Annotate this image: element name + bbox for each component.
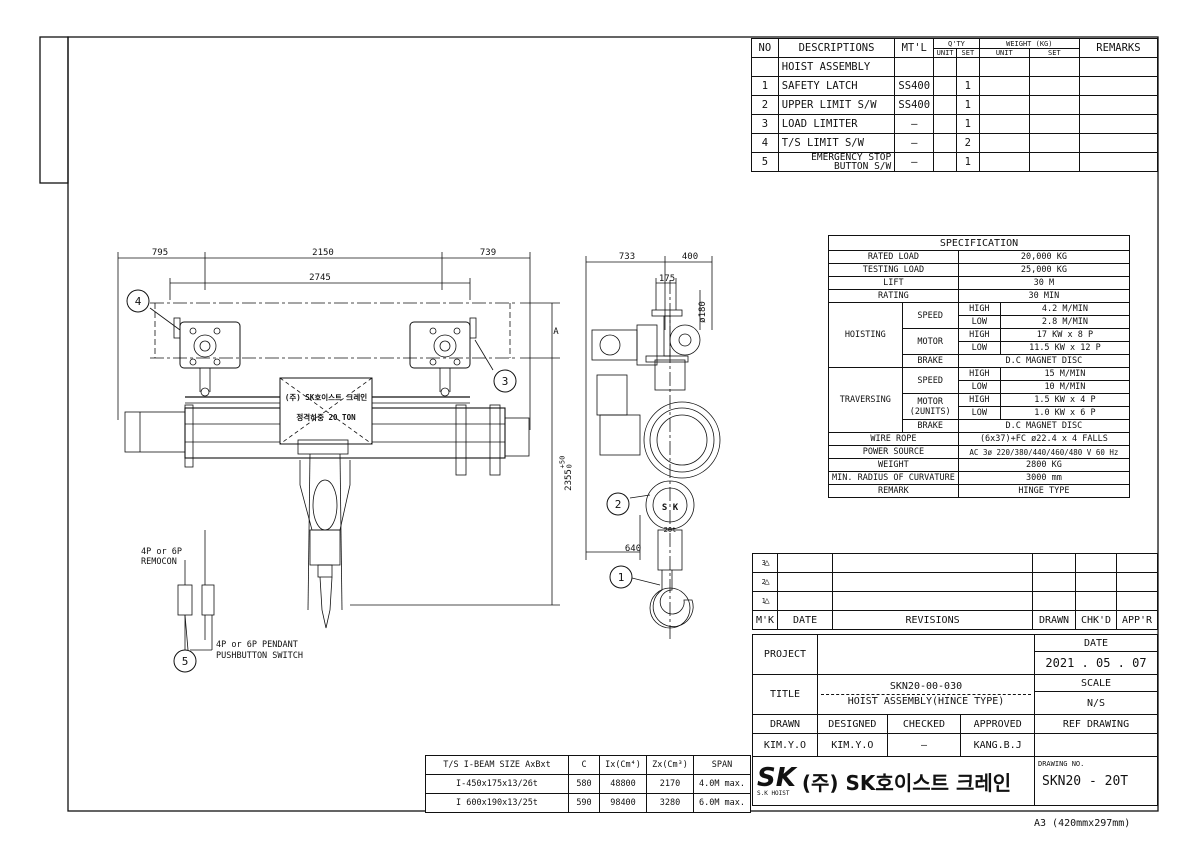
company-name: (주) SK호이스트 크레인 bbox=[801, 770, 1012, 795]
balloon-3-label: 3 bbox=[502, 375, 509, 388]
parts-header-qty-unit: UNIT bbox=[934, 48, 957, 57]
balloon-1-label: 1 bbox=[618, 571, 625, 584]
dim-180: ø180 bbox=[698, 301, 708, 323]
spec-hoisting: HOISTING bbox=[828, 302, 903, 368]
dim-2355-tolerance: +50 0 bbox=[558, 455, 574, 469]
parts-header-weight: WEIGHT (KG) bbox=[979, 40, 1079, 49]
dimension-labels: 795 2150 739 2745 A 2355 733 400 175 ø18… bbox=[152, 248, 708, 554]
dim-739: 739 bbox=[480, 248, 496, 258]
title-block: PROJECT DATE 2021 . 05 . 07 TITLE SKN20-… bbox=[752, 634, 1158, 806]
parts-header-no: NO bbox=[751, 38, 779, 58]
binding-tab bbox=[39, 36, 69, 184]
dim-2150: 2150 bbox=[312, 248, 334, 258]
parts-assembly: HOIST ASSEMBLY bbox=[777, 57, 896, 77]
side-view bbox=[585, 256, 721, 640]
balloon-1 bbox=[609, 565, 633, 589]
parts-header-qty-set: SET bbox=[961, 48, 975, 57]
spec-traversing: TRAVERSING bbox=[828, 367, 903, 433]
balloon-3 bbox=[493, 369, 517, 393]
dim-2745: 2745 bbox=[309, 273, 331, 283]
balloon-5 bbox=[173, 649, 197, 673]
dim-400: 400 bbox=[682, 252, 698, 262]
company-logo: SK S.K HOIST bbox=[757, 762, 796, 797]
nameplate-line-2: 정격하중 20 TON bbox=[296, 412, 356, 422]
balloon-leaders bbox=[149, 307, 661, 651]
dim-2355: 2355 bbox=[564, 469, 574, 491]
sheet-size-label: A3 (420mmx297mm) bbox=[1034, 818, 1131, 829]
dim-640: 640 bbox=[625, 544, 641, 554]
balloon-labels: 4 3 2 1 5 bbox=[135, 295, 625, 668]
date-value: 2021 . 05 . 07 bbox=[1034, 651, 1158, 675]
balloon-4 bbox=[126, 289, 150, 313]
parts-header-remarks: REMARKS bbox=[1078, 38, 1159, 58]
parts-list-table: NO DESCRIPTIONS MT'L Q'TY UNIT SET WEIGHT… bbox=[751, 38, 1159, 172]
dim-175: 175 bbox=[659, 274, 675, 284]
hook-sk-text: S K bbox=[662, 503, 679, 513]
parts-header-w-set: SET bbox=[1048, 48, 1061, 57]
remocon-label: 4P or 6P REMOCON bbox=[141, 547, 182, 567]
front-view bbox=[117, 252, 560, 651]
parts-header-w-unit: UNIT bbox=[980, 48, 1030, 57]
scale-value: N/S bbox=[1034, 691, 1158, 715]
hook-capacity-text: 20t bbox=[664, 526, 677, 534]
title-name: HOIST ASSEMBLY(HINCE TYPE) bbox=[821, 694, 1031, 709]
parts-header-desc: DESCRIPTIONS bbox=[777, 38, 896, 58]
parts-header-mtl: MT'L bbox=[894, 38, 935, 58]
revisions-table: △3 △2 △1 M'K DATE REVISIONS DRAWN CHK'D … bbox=[751, 553, 1158, 630]
dim-a: A bbox=[553, 327, 559, 337]
balloon-4-label: 4 bbox=[135, 295, 142, 308]
balloon-2 bbox=[606, 492, 630, 516]
balloon-5-label: 5 bbox=[182, 655, 189, 668]
pendant-label: 4P or 6P PENDANT PUSHBUTTON SWITCH bbox=[216, 640, 303, 661]
drawing-number: SKN20 - 20T bbox=[1042, 774, 1129, 789]
nameplate-line-1: (주) SK호이스트 크레인 bbox=[285, 392, 367, 402]
dim-733: 733 bbox=[619, 252, 635, 262]
title-code: SKN20-00-030 bbox=[889, 681, 963, 692]
ibeam-table: T/S I-BEAM SIZE AxBxt C Ix(Cm⁴) Zx(Cm³) … bbox=[425, 755, 751, 813]
spec-title: SPECIFICATION bbox=[828, 235, 1130, 251]
parts-header-qty: Q'TY bbox=[934, 40, 979, 49]
balloons bbox=[126, 289, 633, 673]
balloon-2-label: 2 bbox=[615, 498, 622, 511]
dim-795: 795 bbox=[152, 248, 168, 258]
